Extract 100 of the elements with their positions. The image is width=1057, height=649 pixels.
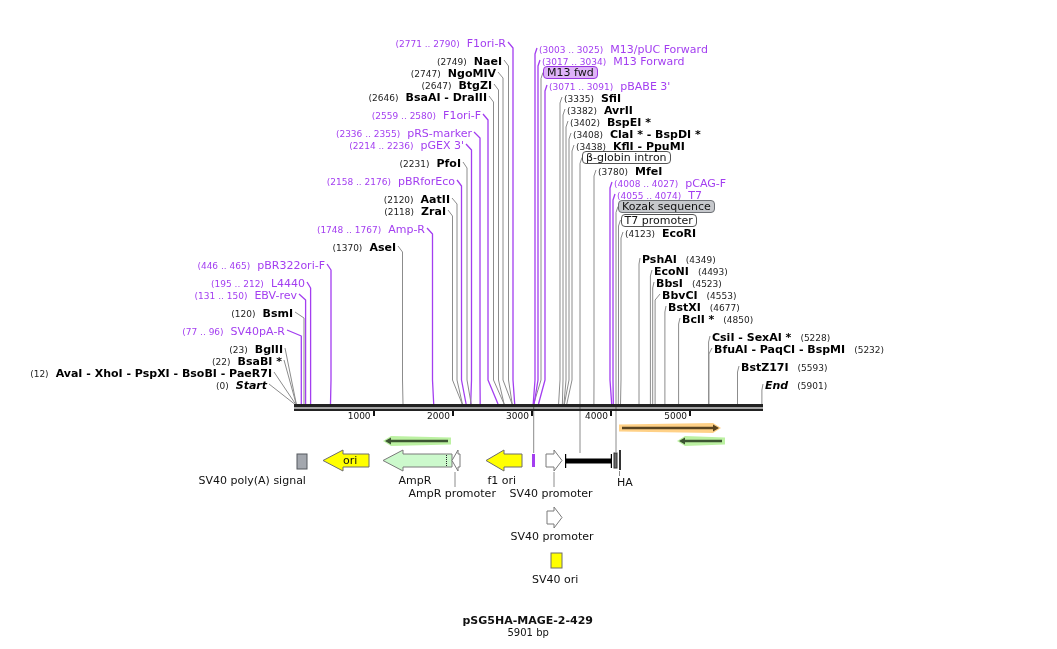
position-number: (2214 .. 2236) — [349, 141, 414, 151]
leader-line — [737, 365, 740, 405]
leader-line — [294, 311, 305, 405]
position-number: (4349) — [685, 255, 716, 265]
enzyme-name: BglII — [254, 343, 283, 356]
enzyme-name: BclI * — [682, 313, 715, 326]
enzyme-name: BsaBI * — [237, 355, 282, 368]
scale-label: 2000 — [427, 411, 450, 422]
position-number: (2559 .. 2580) — [371, 111, 437, 121]
map-title: pSG5HA-MAGE-2-429 — [462, 614, 593, 627]
feature-label: AmpR promoter — [408, 487, 496, 500]
primer-name: pCAG-F — [685, 177, 727, 190]
position-number: (3408) — [573, 130, 603, 140]
enzyme-name: BbsI — [656, 277, 683, 290]
feature-tag: Kozak sequence — [618, 200, 715, 213]
leader-line — [654, 293, 661, 405]
leader-line — [537, 84, 548, 405]
enzyme-name: BspEI * — [606, 116, 651, 129]
position-number: (5228) — [800, 333, 831, 343]
leader-line — [533, 72, 544, 454]
primer-name: pBABE 3' — [620, 80, 671, 93]
orf-bar — [676, 435, 726, 447]
feature-bar — [617, 449, 622, 471]
feature-tag: T7 promoter — [620, 213, 697, 227]
position-number: (2336 .. 2355) — [335, 129, 401, 139]
primer-name: pBR322ori-F — [257, 259, 325, 272]
position-number: (3017 .. 3034) — [542, 57, 607, 67]
enzyme-name: AseI — [369, 241, 396, 254]
enzyme-name: EcoNI — [654, 265, 689, 278]
leader-line — [482, 113, 499, 405]
position-number: (1370) — [332, 243, 363, 253]
enzyme-name: BtgZI — [458, 79, 492, 92]
enzyme-name: BfuAI - PaqCI - BspMI — [714, 343, 846, 356]
position-number: (3335) — [564, 94, 594, 104]
enzyme-name: MfeI — [634, 165, 663, 178]
leader-line — [579, 157, 583, 454]
feature-label: SV40 promoter — [509, 487, 593, 500]
primer-name: pBRforEco — [397, 175, 455, 188]
position-number: (2120) — [383, 195, 414, 205]
leader-line — [456, 179, 467, 405]
leader-line — [503, 59, 513, 405]
feature-label: SV40 ori — [532, 573, 579, 586]
position-number: (2118) — [384, 207, 415, 217]
feature-label: SV40 poly(A) signal — [198, 474, 306, 487]
primer-name: Amp-R — [388, 223, 425, 236]
position-number: (3438) — [576, 142, 606, 152]
leader-line — [563, 132, 572, 405]
leader-line — [652, 281, 655, 405]
leader-line — [426, 227, 435, 405]
enzyme-name: BsmI — [262, 307, 293, 320]
enzyme-name: BstZ17I — [741, 361, 789, 374]
leader-line — [615, 206, 619, 453]
position-number: (4123) — [625, 229, 655, 239]
feature-label: HA — [617, 476, 633, 489]
leader-line — [533, 59, 541, 405]
leader-line — [761, 383, 764, 405]
enzyme-name: NaeI — [473, 55, 502, 68]
position-number: (2747) — [410, 69, 441, 79]
position-number: (4008 .. 4027) — [614, 179, 679, 189]
leader-line — [298, 293, 307, 405]
leader-line — [620, 231, 624, 405]
leader-line — [553, 471, 555, 488]
scale-label: 4000 — [585, 411, 608, 422]
leader-line — [273, 371, 296, 405]
sequence-backbone — [294, 404, 763, 411]
position-number: (4523) — [691, 279, 722, 289]
scale-label: 5000 — [664, 411, 688, 422]
position-number: (0) — [215, 381, 229, 391]
position-number: (5901) — [797, 381, 828, 391]
leader-line — [558, 96, 563, 405]
leader-line — [284, 347, 297, 405]
leader-line — [488, 95, 505, 405]
leader-line — [664, 305, 667, 405]
leader-line — [473, 131, 481, 405]
position-number: (2771 .. 2790) — [395, 39, 460, 49]
position-number: (2231) — [399, 159, 430, 169]
position-number: (3071 .. 3091) — [549, 82, 614, 92]
sequence-length: 5901 bp — [507, 627, 549, 639]
position-number: (1748 .. 1767) — [316, 225, 382, 235]
promoter-block — [545, 449, 563, 472]
enzyme-name: NgoMIV — [447, 67, 496, 80]
leader-line — [617, 219, 621, 405]
position-number: (77 .. 96) — [182, 327, 224, 337]
feature-label: AmpR — [398, 474, 432, 487]
feature-label: ori — [343, 454, 358, 467]
leader-line — [286, 329, 302, 405]
primer-name: SV40pA-R — [230, 325, 285, 338]
position-number: (120) — [231, 309, 256, 319]
enzyme-name: KflI - PpuMI — [612, 140, 685, 153]
primer-name: pRS-marker — [407, 127, 472, 140]
leader-line — [397, 245, 404, 405]
position-number: (4677) — [709, 303, 740, 313]
feature-box — [613, 452, 618, 469]
position-number: (195 .. 212) — [211, 279, 264, 289]
leader-line — [454, 471, 456, 488]
primer-name: F1ori-F — [443, 109, 481, 122]
leader-line — [593, 169, 597, 405]
promoter-block — [451, 449, 461, 472]
enzyme-name: SfiI — [600, 92, 622, 105]
position-number: (3780) — [598, 167, 628, 177]
